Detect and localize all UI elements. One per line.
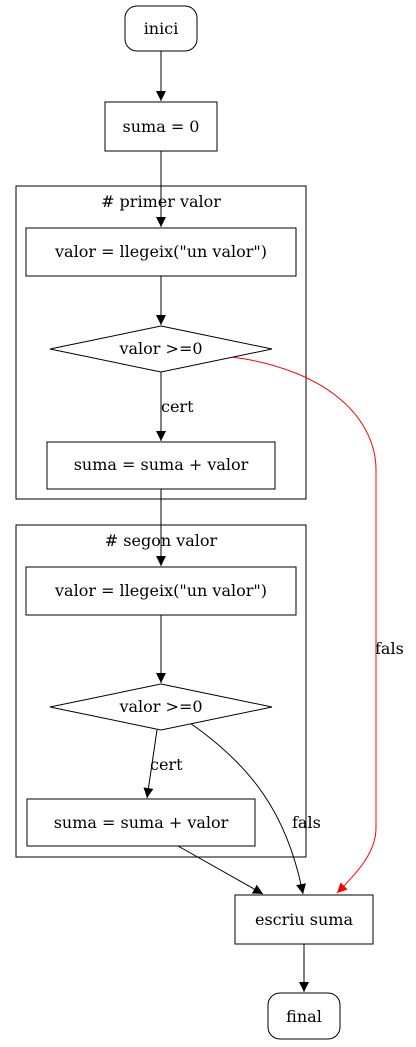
node-write-sum-label: escriu suma	[255, 910, 353, 929]
edge-check-second-false	[189, 722, 306, 895]
edge-check-first-false	[231, 356, 377, 894]
node-start-label: inici	[144, 19, 179, 38]
node-write-sum: escriu suma	[234, 894, 374, 945]
edge-label-second-false: fals	[292, 813, 321, 832]
edge-label-first-false: fals	[375, 639, 404, 658]
node-start: inici	[124, 5, 198, 52]
node-add-first-label: suma = suma + valor	[74, 455, 249, 474]
node-add-second-label: suma = suma + valor	[54, 813, 229, 832]
node-check-second: valor >=0	[49, 683, 273, 731]
node-end-label: final	[286, 1007, 322, 1026]
edge-check-second-true	[143, 729, 158, 799]
edge-label-second-true: cert	[150, 755, 183, 774]
node-init-sum: suma = 0	[104, 101, 218, 152]
node-check-first: valor >=0	[49, 325, 273, 373]
node-add-first: suma = suma + valor	[46, 441, 276, 490]
node-end: final	[267, 992, 341, 1040]
edge-add-second-to-write	[177, 845, 264, 895]
edges	[143, 51, 377, 992]
node-check-second-label: valor >=0	[118, 697, 202, 716]
node-add-second: suma = suma + valor	[26, 798, 256, 847]
edge-label-first-true: cert	[161, 397, 194, 416]
node-read-first-label: valor = llegeix("un valor")	[54, 242, 267, 261]
node-read-second-label: valor = llegeix("un valor")	[54, 581, 267, 600]
node-init-sum-label: suma = 0	[123, 117, 200, 136]
node-check-first-label: valor >=0	[118, 339, 202, 358]
node-read-first: valor = llegeix("un valor")	[25, 227, 297, 277]
node-read-second: valor = llegeix("un valor")	[25, 566, 297, 616]
